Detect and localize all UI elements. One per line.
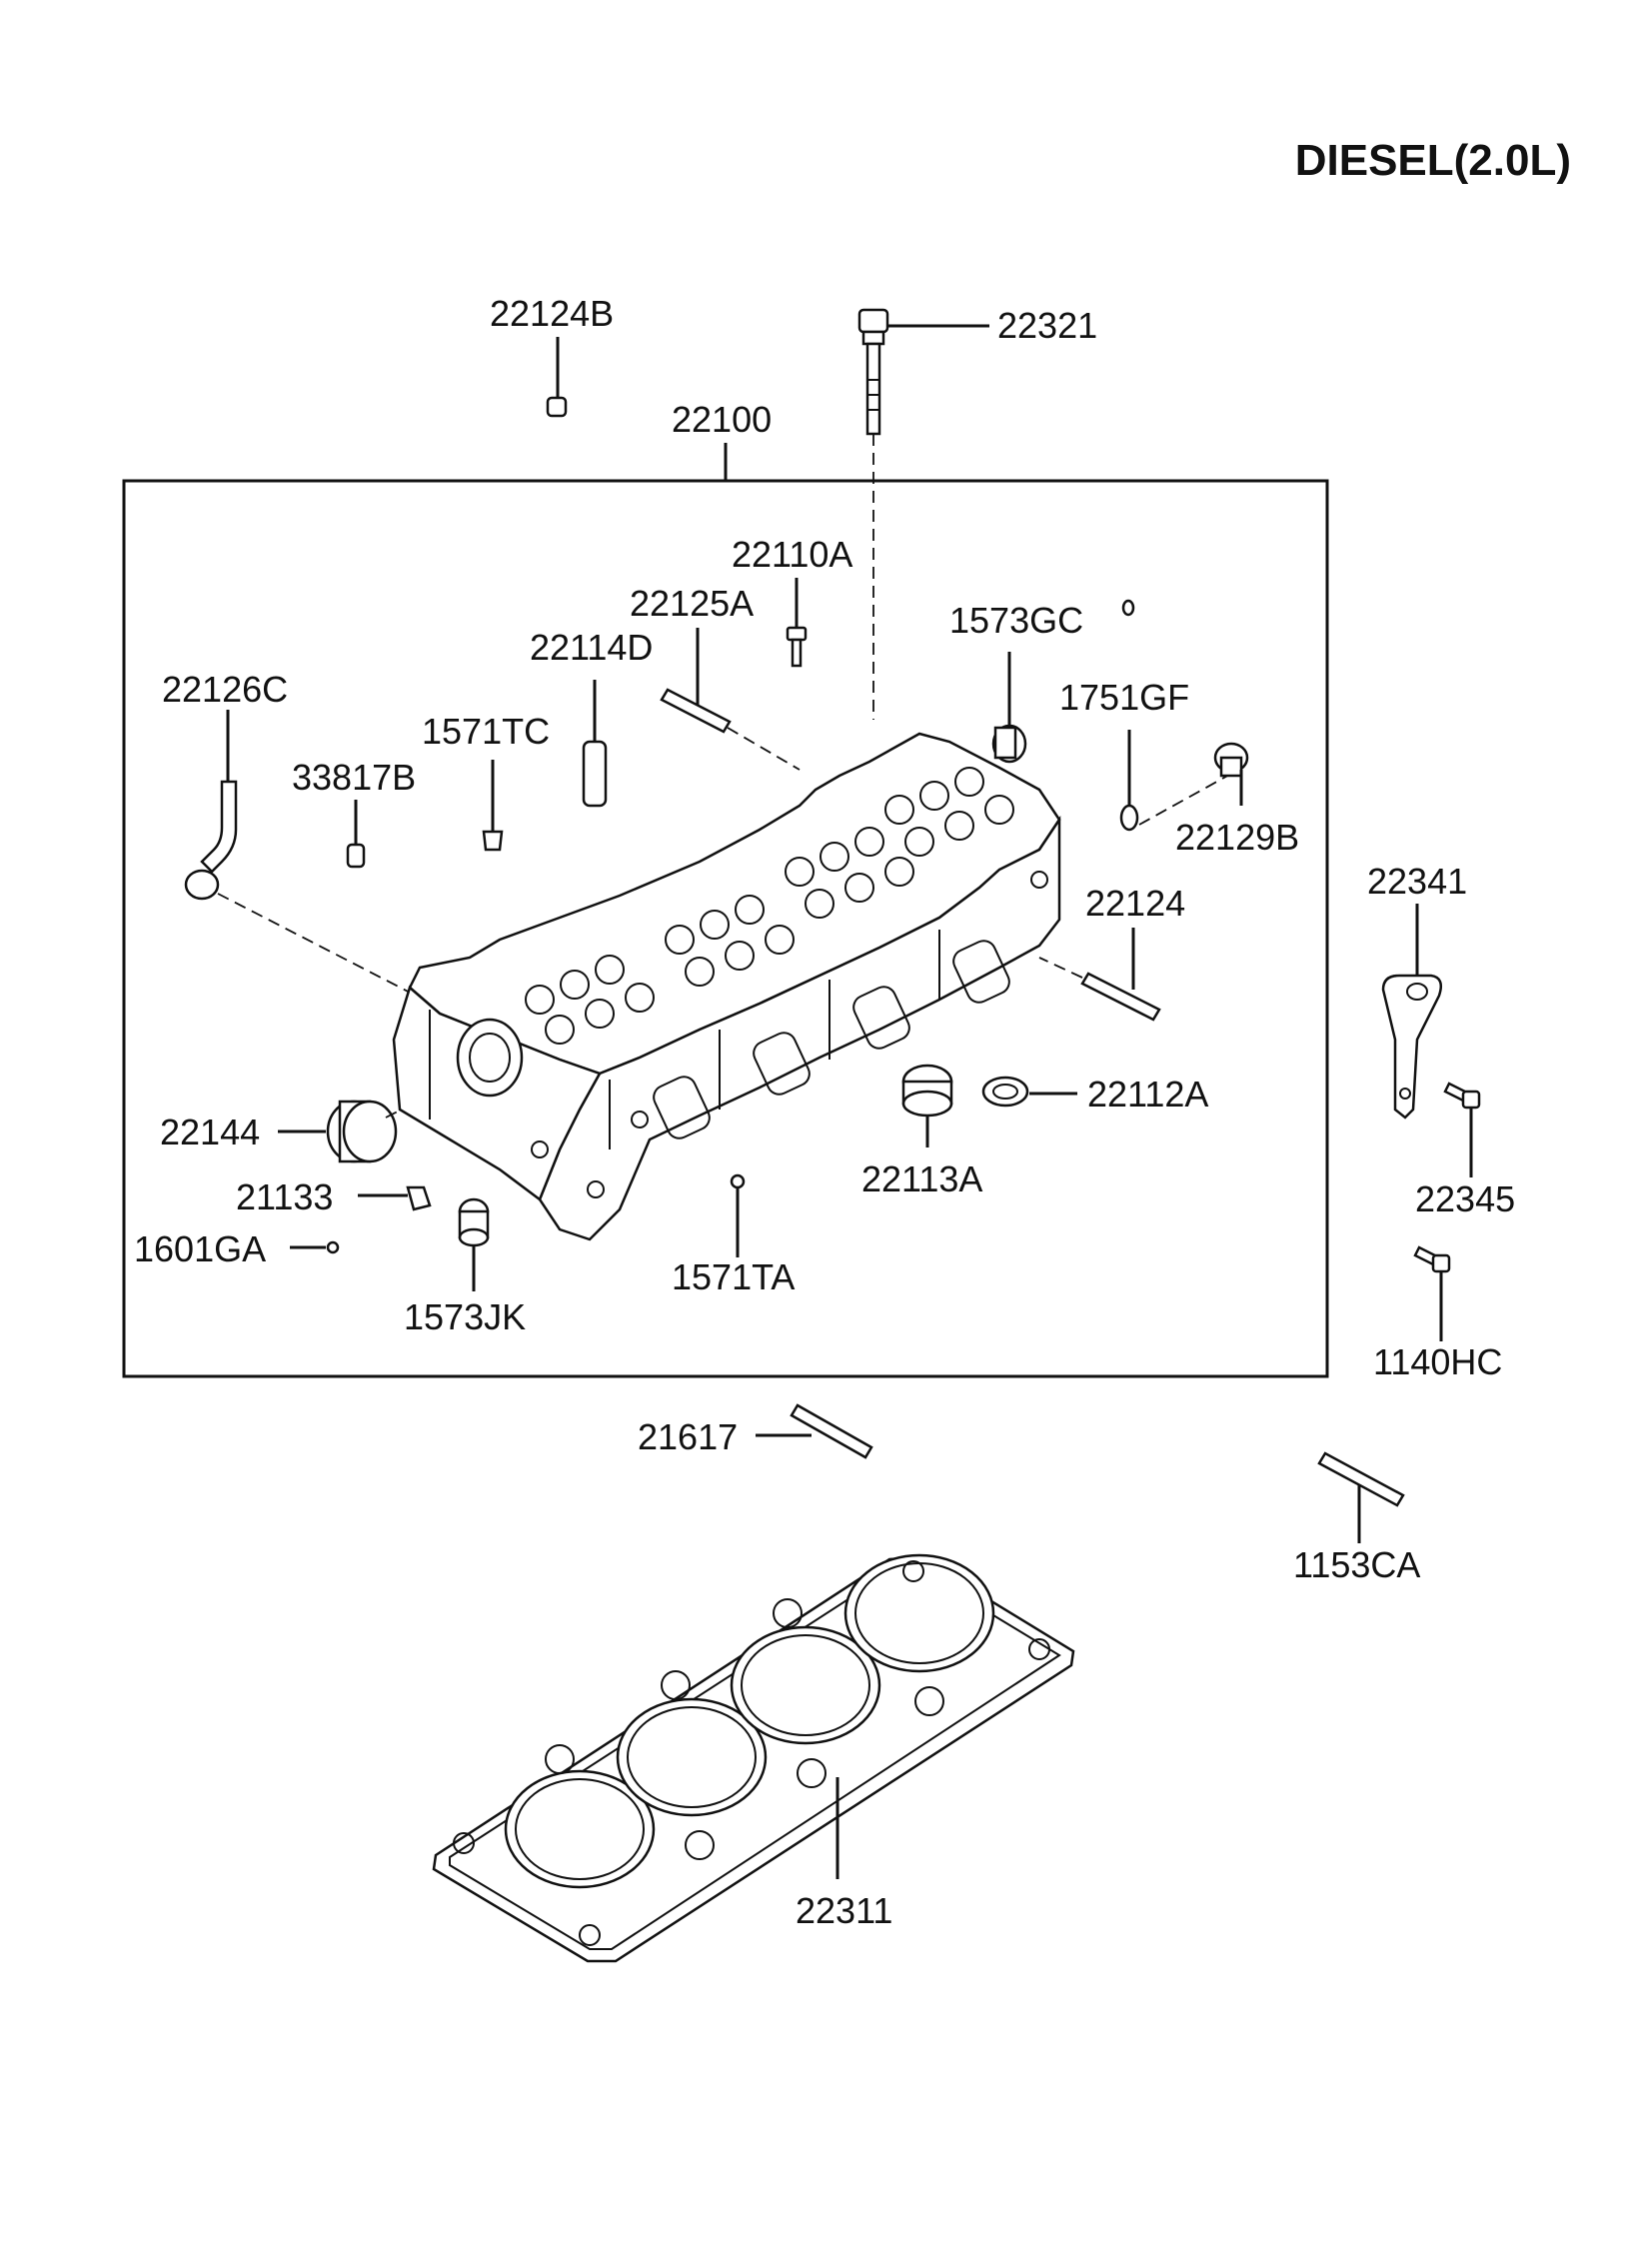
label-22114D: 22114D: [530, 627, 653, 668]
part-22321-head-bolt: [857, 308, 989, 720]
label-22113A: 22113A: [861, 1158, 982, 1199]
label-1140HC: 1140HC: [1373, 1341, 1502, 1382]
part-22126C-pipe: [184, 710, 421, 999]
part-22124B-dowel: [546, 337, 568, 418]
label-1751GF: 1751GF: [1059, 677, 1189, 718]
part-33817B-dowel: [346, 800, 366, 869]
label-22129B: 22129B: [1175, 817, 1299, 858]
diagram-title: DIESEL(2.0L): [1295, 136, 1571, 185]
part-1573GC-plug: [991, 599, 1135, 764]
part-1571TA-plug: [730, 1173, 746, 1257]
label-1601GA: 1601GA: [134, 1228, 266, 1269]
label-21133: 21133: [236, 1176, 333, 1217]
part-1573JK-cap: [458, 1197, 490, 1291]
label-1571TA: 1571TA: [672, 1256, 795, 1297]
part-1571TC-plug: [482, 760, 504, 852]
label-22110A: 22110A: [732, 534, 852, 575]
label-22125A: 22125A: [630, 583, 754, 624]
part-22113A-seal: [901, 1064, 953, 1147]
part-1751GF-washer: [1119, 730, 1232, 832]
label-22311: 22311: [796, 1890, 892, 1931]
label-1153CA: 1153CA: [1293, 1544, 1420, 1585]
part-22144-oil-seal: [278, 1029, 561, 1163]
label-22124: 22124: [1085, 883, 1185, 924]
cylinder-head-illustration: [392, 732, 1061, 1241]
oring-icon: [1121, 599, 1135, 617]
label-1571TC: 1571TC: [422, 711, 550, 752]
label-22341: 22341: [1367, 861, 1467, 902]
part-1601GA-ball: [290, 1240, 340, 1254]
part-1153CA-stud: [1317, 1451, 1405, 1543]
part-22129B-plug: [1213, 742, 1249, 806]
label-22345: 22345: [1415, 1178, 1515, 1219]
part-21617-stud: [756, 1403, 873, 1459]
label-1573JK: 1573JK: [404, 1296, 526, 1337]
part-22110A-bolt: [786, 578, 808, 668]
part-1140HC-bolt: [1413, 1245, 1451, 1341]
label-22124B: 22124B: [490, 293, 614, 334]
label-22126C: 22126C: [162, 669, 288, 710]
label-22144: 22144: [160, 1112, 260, 1152]
label-22100: 22100: [672, 399, 772, 440]
part-22345-bolt: [1443, 1082, 1481, 1177]
part-22341-bracket: [1381, 904, 1442, 1120]
part-22124-stud: [1038, 928, 1161, 1022]
label-33817B: 33817B: [292, 757, 416, 798]
label-22112A: 22112A: [1087, 1074, 1208, 1115]
label-1573GC: 1573GC: [949, 600, 1083, 641]
label-22321: 22321: [997, 305, 1097, 346]
part-22125A-stud: [660, 628, 801, 771]
part-22311-head-gasket: [432, 1553, 1075, 1963]
part-21133-plug: [358, 1185, 432, 1211]
part-22114D-sleeve: [582, 680, 608, 808]
label-21617: 21617: [638, 1416, 738, 1457]
part-22112A-seal: [981, 1076, 1077, 1108]
